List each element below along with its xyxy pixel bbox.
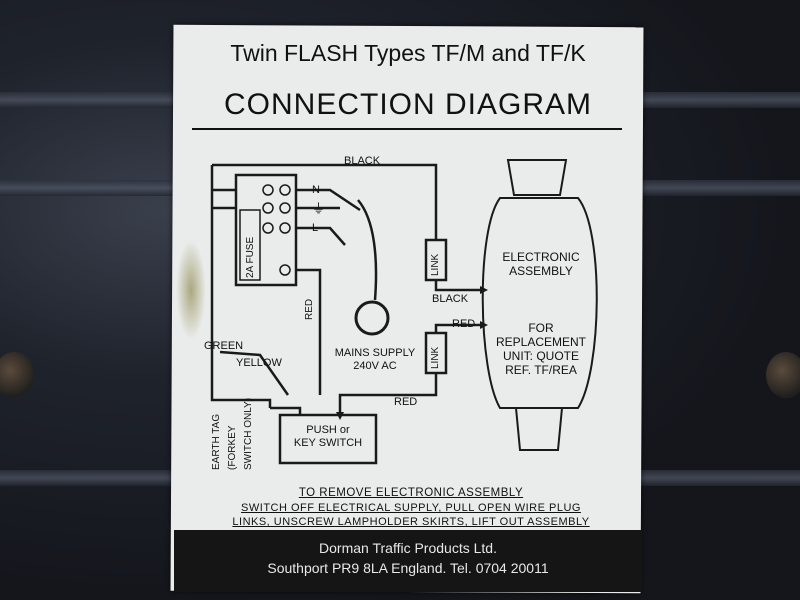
terminal-screw	[279, 184, 291, 196]
terminal-block	[234, 173, 298, 287]
assembly-body	[481, 197, 598, 409]
label-fuse: 2A FUSE	[245, 236, 256, 278]
terminal-screw	[279, 264, 291, 276]
red-left-wire	[296, 268, 322, 395]
arrow-icon	[336, 412, 344, 420]
lamp-cap	[506, 159, 568, 196]
terminal-screw	[262, 222, 274, 234]
mains-cable	[357, 199, 378, 301]
heading-underline	[192, 128, 622, 130]
instructions-heading: TO REMOVE ELECTRONIC ASSEMBLY	[298, 487, 524, 499]
label-replacement-line3: UNIT: QUOTE	[502, 349, 579, 363]
label-neutral: N	[312, 184, 320, 196]
label-red-bottom: RED	[394, 396, 418, 408]
terminal-screw	[279, 202, 291, 214]
label-black-mid: BLACK	[432, 293, 469, 305]
terminal-screw	[262, 202, 274, 214]
label-assembly-line2: ASSEMBLY	[509, 264, 573, 278]
mains-plug	[354, 300, 390, 336]
label-replacement-line1: FOR	[528, 321, 554, 335]
label-replacement-line2: REPLACEMENT	[495, 335, 587, 349]
stain-mark	[176, 240, 206, 340]
footer-address: Southport PR9 8LA England. Tel. 0704 200…	[267, 560, 549, 576]
bolt-hole	[766, 352, 800, 398]
terminal-screw	[279, 222, 291, 234]
label-replacement-line4: REF. TF/REA	[505, 363, 577, 377]
black-mid-wire	[434, 280, 482, 292]
label-yellow: YELLOW	[236, 357, 282, 369]
red-bottom-wire	[338, 373, 438, 415]
sheet-title: Twin FLASH Types TF/M and TF/K	[230, 40, 586, 66]
terminal-screw	[262, 184, 274, 196]
label-black-top: BLACK	[344, 155, 381, 167]
footer-company: Dorman Traffic Products Ltd.	[319, 540, 497, 556]
red-mid-wire	[434, 323, 482, 333]
instructions-line1: SWITCH OFF ELECTRICAL SUPPLY, PULL OPEN …	[241, 502, 581, 514]
label-red-left: RED	[304, 298, 315, 320]
earth-tag-wire	[270, 406, 302, 415]
label-link-upper: LINK	[430, 253, 441, 276]
label-earth-tag-line2: (FORKEY	[227, 425, 238, 470]
arrow-icon	[480, 321, 488, 329]
label-switch-line1: PUSH or	[306, 424, 350, 436]
label-mains-supply: MAINS SUPPLY	[334, 347, 416, 359]
left-loop-wire	[210, 165, 272, 408]
bolt-hole	[0, 352, 34, 398]
neutral-wire	[296, 188, 361, 212]
footer-band	[174, 530, 642, 592]
fuse-body	[239, 209, 261, 281]
instructions-line2: LINKS, UNSCREW LAMPHOLDER SKIRTS, LIFT O…	[232, 516, 590, 528]
label-switch-line2: KEY SWITCH	[293, 437, 363, 449]
live-wire	[296, 226, 346, 246]
label-mains-voltage: 240V AC	[353, 360, 397, 372]
label-earth-tag-line3: SWITCH ONLY)	[243, 397, 254, 470]
switch-box	[278, 413, 378, 465]
arrow-icon	[480, 286, 488, 294]
earth-icon: ⏚	[312, 201, 326, 216]
assembly-base	[515, 407, 563, 451]
label-link-lower: LINK	[430, 346, 441, 369]
label-green: GREEN	[204, 340, 244, 352]
black-top-wire	[212, 163, 438, 240]
label-earth-tag-line1: EARTH TAG	[211, 413, 222, 470]
label-live: L	[312, 222, 319, 234]
label-red-mid: RED	[452, 318, 476, 330]
label-assembly-line1: ELECTRONIC	[502, 250, 580, 264]
green-yellow-wire	[219, 350, 290, 396]
diagram-heading: CONNECTION DIAGRAM	[223, 88, 592, 121]
